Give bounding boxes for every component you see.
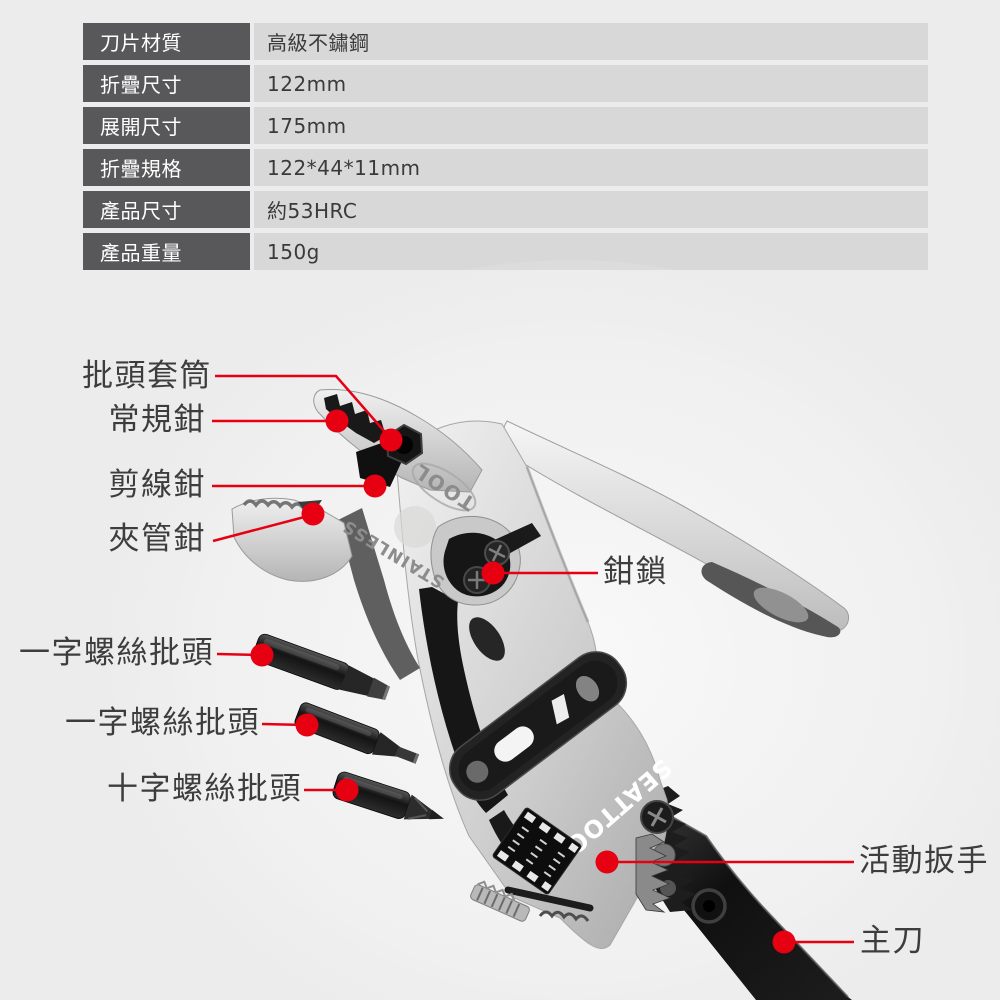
upper-handle bbox=[502, 420, 849, 638]
plier-grip-teeth bbox=[324, 394, 386, 443]
callout-dot-bit-socket bbox=[379, 428, 403, 452]
callout-label-main-knife: 主刀 bbox=[860, 923, 925, 959]
callout-label-pipe-pliers: 夾管鉗 bbox=[108, 521, 206, 557]
callout-label-bit-socket: 批頭套筒 bbox=[82, 358, 212, 394]
callout-dots bbox=[250, 409, 796, 954]
spec-value: 175mm bbox=[254, 107, 928, 144]
callout-dot-regular-pliers bbox=[325, 409, 349, 433]
callout-line-pipe-pliers bbox=[212, 513, 313, 543]
callout-label-regular-pliers: 常規鉗 bbox=[108, 402, 206, 438]
table-row: 折疊規格 122*44*11mm bbox=[83, 149, 928, 186]
table-row: 產品尺寸 約53HRC bbox=[83, 191, 928, 228]
gauge-ruler-patch bbox=[492, 807, 582, 895]
wrench-hook-jaw bbox=[504, 886, 594, 922]
callout-label-wire-cutter: 剪線鉗 bbox=[108, 467, 206, 503]
handle-grip-highlight bbox=[753, 587, 809, 623]
adjustment-thread-rod bbox=[470, 880, 530, 922]
pale-wear-mark bbox=[394, 506, 436, 548]
callout-dot-phillips-bit bbox=[335, 778, 359, 802]
callout-label-adjustable-wrench: 活動扳手 bbox=[859, 843, 989, 879]
callout-dot-pliers-lock bbox=[481, 561, 505, 585]
spec-key: 展開尺寸 bbox=[83, 107, 250, 144]
table-row: 展開尺寸 175mm bbox=[83, 107, 928, 144]
callout-dot-pipe-pliers bbox=[301, 502, 325, 526]
callout-line-bit-socket bbox=[215, 374, 392, 440]
jaw-shadow bbox=[338, 508, 420, 680]
main-knife-blade bbox=[638, 809, 852, 1000]
spec-value: 122*44*11mm bbox=[254, 149, 928, 186]
screwdriver-bit-flat-2 bbox=[294, 702, 420, 764]
callout-label-pliers-lock: 鉗鎖 bbox=[603, 554, 668, 590]
table-row: 刀片材質 高級不鏽鋼 bbox=[83, 23, 928, 60]
callout-label-phillips-bit: 十字螺絲批頭 bbox=[107, 771, 302, 807]
table-row: 折疊尺寸 122mm bbox=[83, 65, 928, 102]
callout-label-flat-bit-2: 一字螺絲批頭 bbox=[65, 705, 260, 741]
callout-dot-main-knife bbox=[772, 930, 796, 954]
spec-table: 刀片材質 高級不鏽鋼 折疊尺寸 122mm 展開尺寸 175mm 折疊規格 12… bbox=[83, 23, 928, 275]
callout-dot-wire-cutter bbox=[363, 474, 387, 498]
spec-value: 約53HRC bbox=[254, 191, 928, 228]
spec-key: 產品重量 bbox=[83, 233, 250, 270]
center-tool-slot bbox=[448, 651, 628, 801]
spec-key: 折疊尺寸 bbox=[83, 65, 250, 102]
spec-value: 122mm bbox=[254, 65, 928, 102]
table-row: 產品重量 150g bbox=[83, 233, 928, 270]
spec-value: 高級不鏽鋼 bbox=[254, 23, 928, 60]
screwdriver-bit-flat-1 bbox=[252, 633, 390, 700]
head-screw bbox=[640, 800, 674, 834]
callout-dot-flat-bit-2 bbox=[295, 713, 319, 737]
spec-key: 刀片材質 bbox=[83, 23, 250, 60]
callout-dot-adjustable-wrench bbox=[595, 850, 619, 874]
callout-dot-flat-bit-1 bbox=[250, 643, 274, 667]
wrench-gray-teeth bbox=[635, 833, 672, 913]
spec-key: 折疊規格 bbox=[83, 149, 250, 186]
spec-key: 產品尺寸 bbox=[83, 191, 250, 228]
callout-label-flat-bit-1: 一字螺絲批頭 bbox=[19, 635, 214, 671]
